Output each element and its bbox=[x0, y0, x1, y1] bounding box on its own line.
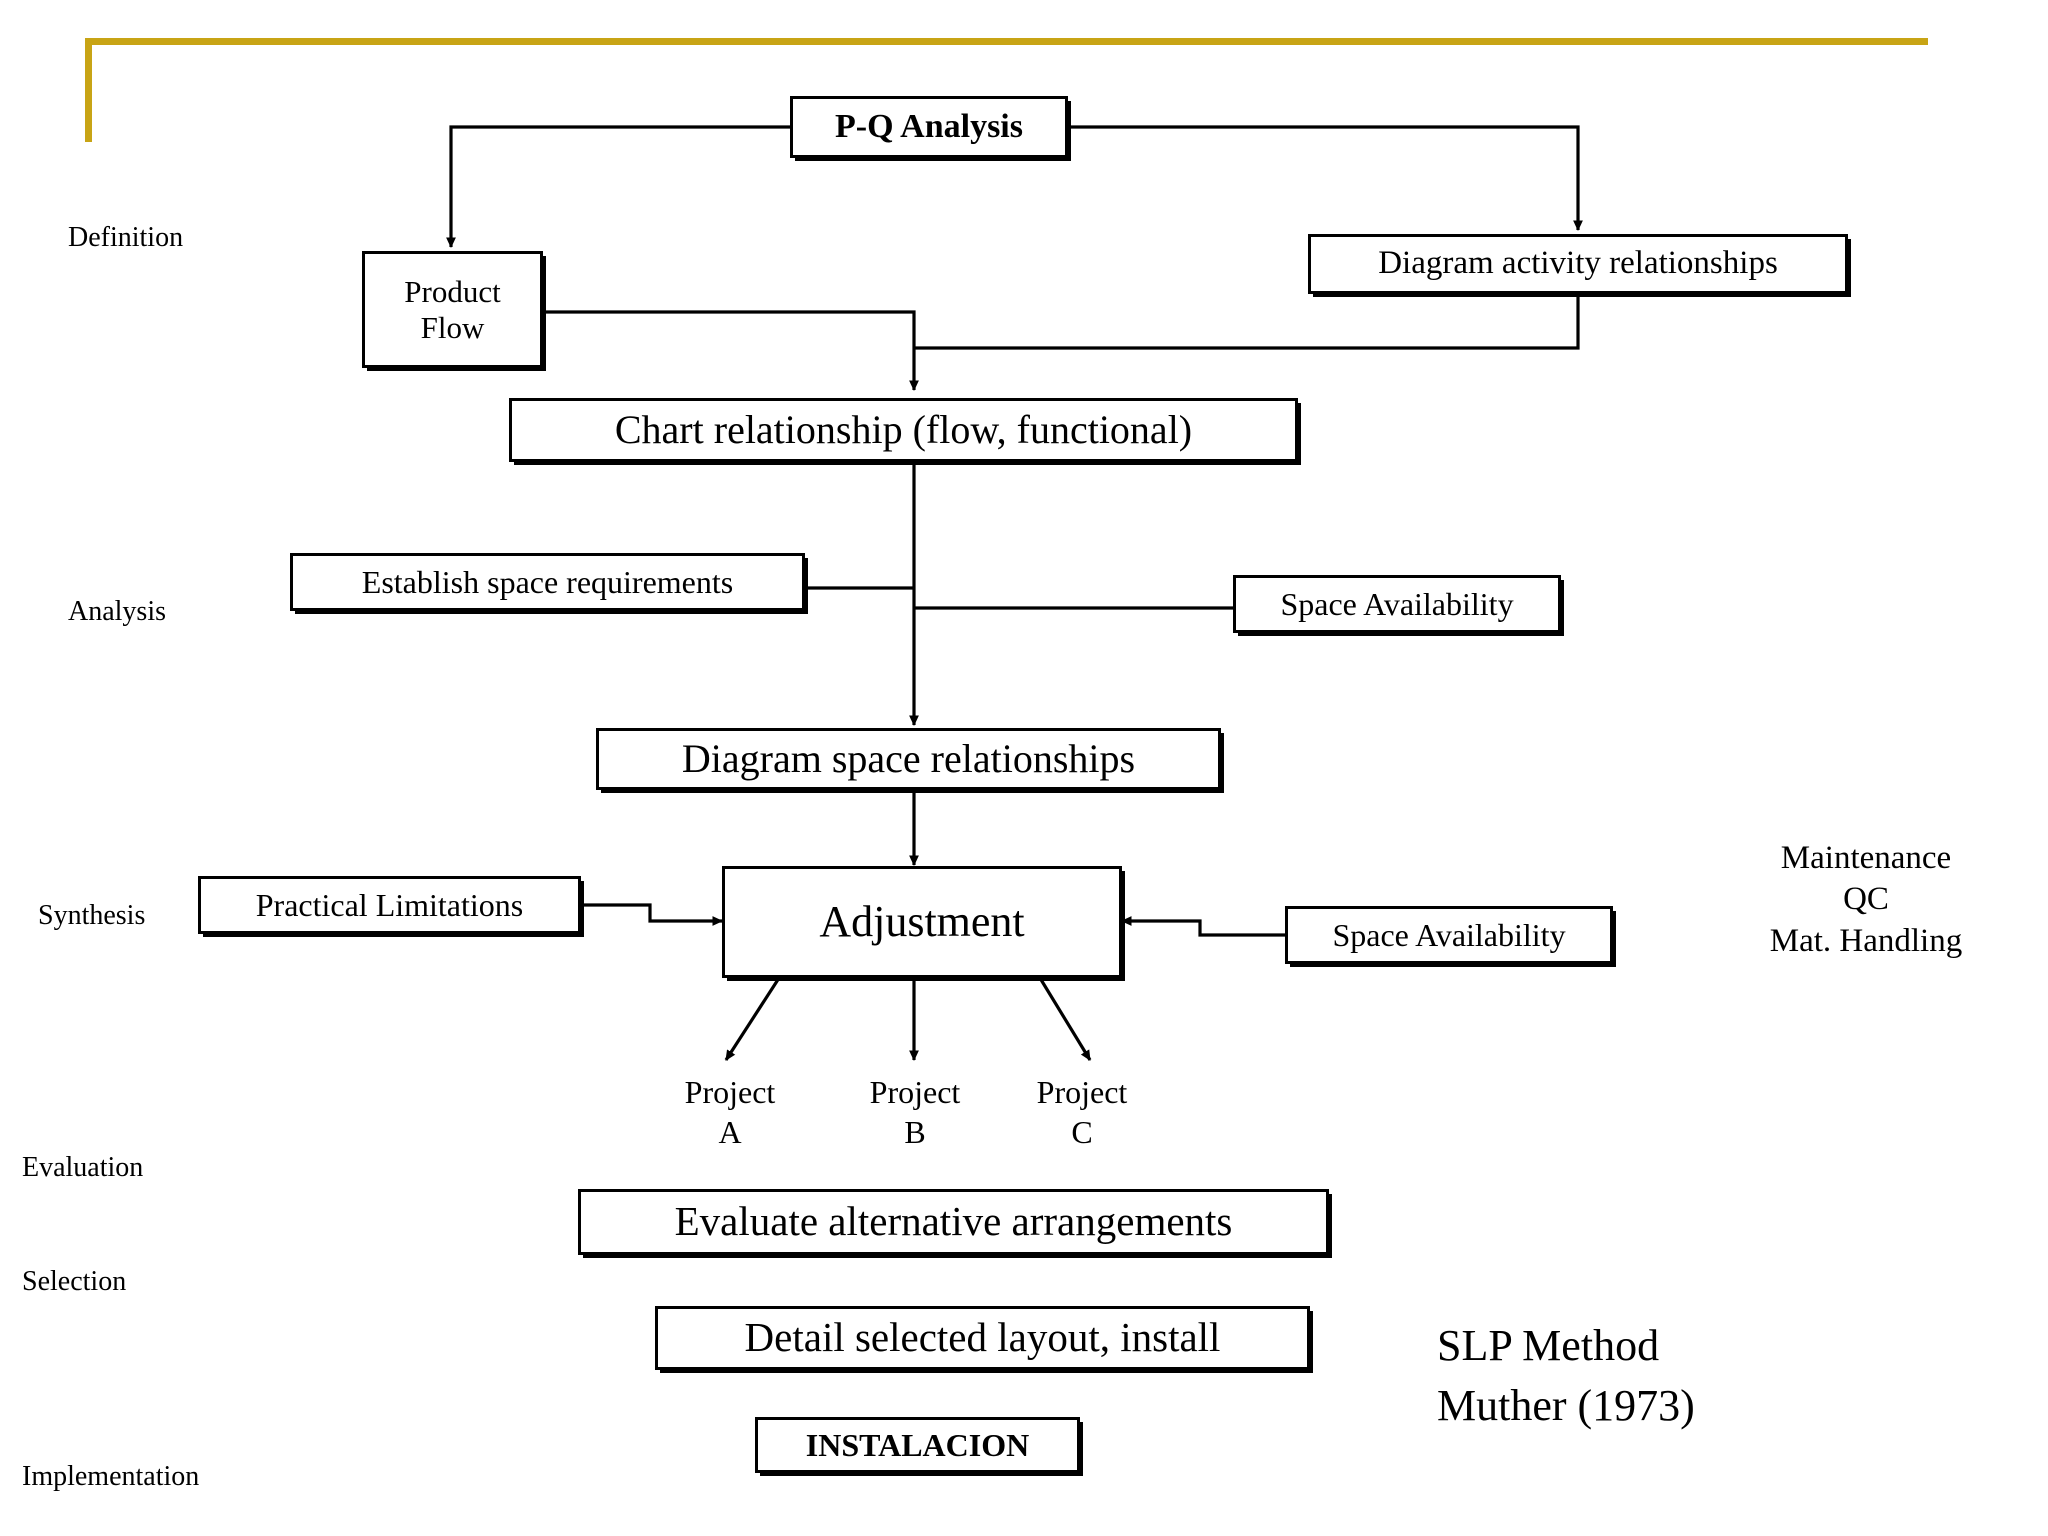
stage-label-selection: Selection bbox=[22, 1266, 127, 1297]
stage-label-analysis: Analysis bbox=[68, 596, 166, 627]
side-note-considerations: Maintenance QC Mat. Handling bbox=[1769, 840, 1963, 959]
node-product-flow-label: Product Flow bbox=[404, 273, 501, 345]
edge-adjustment-to-project-a bbox=[724, 977, 781, 1061]
node-establish-space-requirements-label: Establish space requirements bbox=[361, 563, 734, 600]
node-space-availability-synthesis[interactable]: Space Availability bbox=[1285, 906, 1613, 964]
node-space-availability-analysis[interactable]: Space Availability bbox=[1233, 575, 1561, 633]
edge-pq-to-product-flow bbox=[446, 125, 790, 248]
stage-label-evaluation: Evaluation bbox=[22, 1152, 144, 1183]
node-instalacion[interactable]: INSTALACION bbox=[755, 1417, 1080, 1473]
node-chart-relationship-label: Chart relationship (flow, functional) bbox=[614, 407, 1193, 452]
node-space-availability-analysis-label: Space Availability bbox=[1280, 585, 1514, 622]
node-adjustment[interactable]: Adjustment bbox=[722, 866, 1122, 978]
node-pq-analysis[interactable]: P-Q Analysis bbox=[790, 96, 1068, 158]
edge-diagram-activity-to-trunk bbox=[914, 283, 1580, 350]
node-diagram-activity-relationships-label: Diagram activity relationships bbox=[1378, 245, 1778, 282]
gold-vertical-rule bbox=[85, 38, 92, 142]
node-practical-limitations-label: Practical Limitations bbox=[255, 886, 524, 923]
node-instalacion-label: INSTALACION bbox=[805, 1426, 1030, 1463]
node-space-availability-synthesis-label: Space Availability bbox=[1332, 916, 1566, 953]
edge-adjustment-to-project-c bbox=[1038, 977, 1092, 1061]
stage-label-definition: Definition bbox=[68, 222, 184, 253]
edge-practical-limitations-to-adjustment bbox=[581, 903, 723, 926]
side-note-method-author: Muther (1973) bbox=[1437, 1381, 1695, 1430]
project-label-a: Project A bbox=[684, 1074, 776, 1150]
project-label-c: Project C bbox=[1036, 1074, 1128, 1150]
gold-horizontal-rule bbox=[85, 38, 1928, 45]
node-diagram-space-relationships-label: Diagram space relationships bbox=[681, 736, 1136, 781]
node-establish-space-requirements[interactable]: Establish space requirements bbox=[290, 553, 805, 611]
node-evaluate-alternatives[interactable]: Evaluate alternative arrangements bbox=[578, 1189, 1329, 1255]
edge-space-availability-synthesis-to-adjustment bbox=[1121, 916, 1285, 937]
node-evaluate-alternatives-label: Evaluate alternative arrangements bbox=[674, 1198, 1233, 1245]
node-diagram-space-relationships[interactable]: Diagram space relationships bbox=[596, 728, 1221, 790]
stage-label-synthesis: Synthesis bbox=[38, 900, 146, 931]
node-chart-relationship[interactable]: Chart relationship (flow, functional) bbox=[509, 398, 1298, 462]
edge-pq-to-diagram-activity bbox=[1068, 125, 1583, 231]
side-note-method-title: SLP Method bbox=[1437, 1321, 1660, 1370]
node-adjustment-label: Adjustment bbox=[819, 896, 1025, 946]
node-detail-selected-layout[interactable]: Detail selected layout, install bbox=[655, 1306, 1310, 1370]
node-diagram-activity-relationships[interactable]: Diagram activity relationships bbox=[1308, 234, 1848, 294]
project-label-b: Project B bbox=[869, 1074, 961, 1150]
node-detail-selected-layout-label: Detail selected layout, install bbox=[744, 1314, 1221, 1361]
edge-product-flow-to-trunk bbox=[543, 310, 919, 391]
node-product-flow[interactable]: Product Flow bbox=[362, 251, 543, 368]
node-pq-analysis-label: P-Q Analysis bbox=[835, 108, 1023, 146]
node-practical-limitations[interactable]: Practical Limitations bbox=[198, 876, 581, 934]
stage-label-implementation: Implementation bbox=[22, 1461, 200, 1492]
